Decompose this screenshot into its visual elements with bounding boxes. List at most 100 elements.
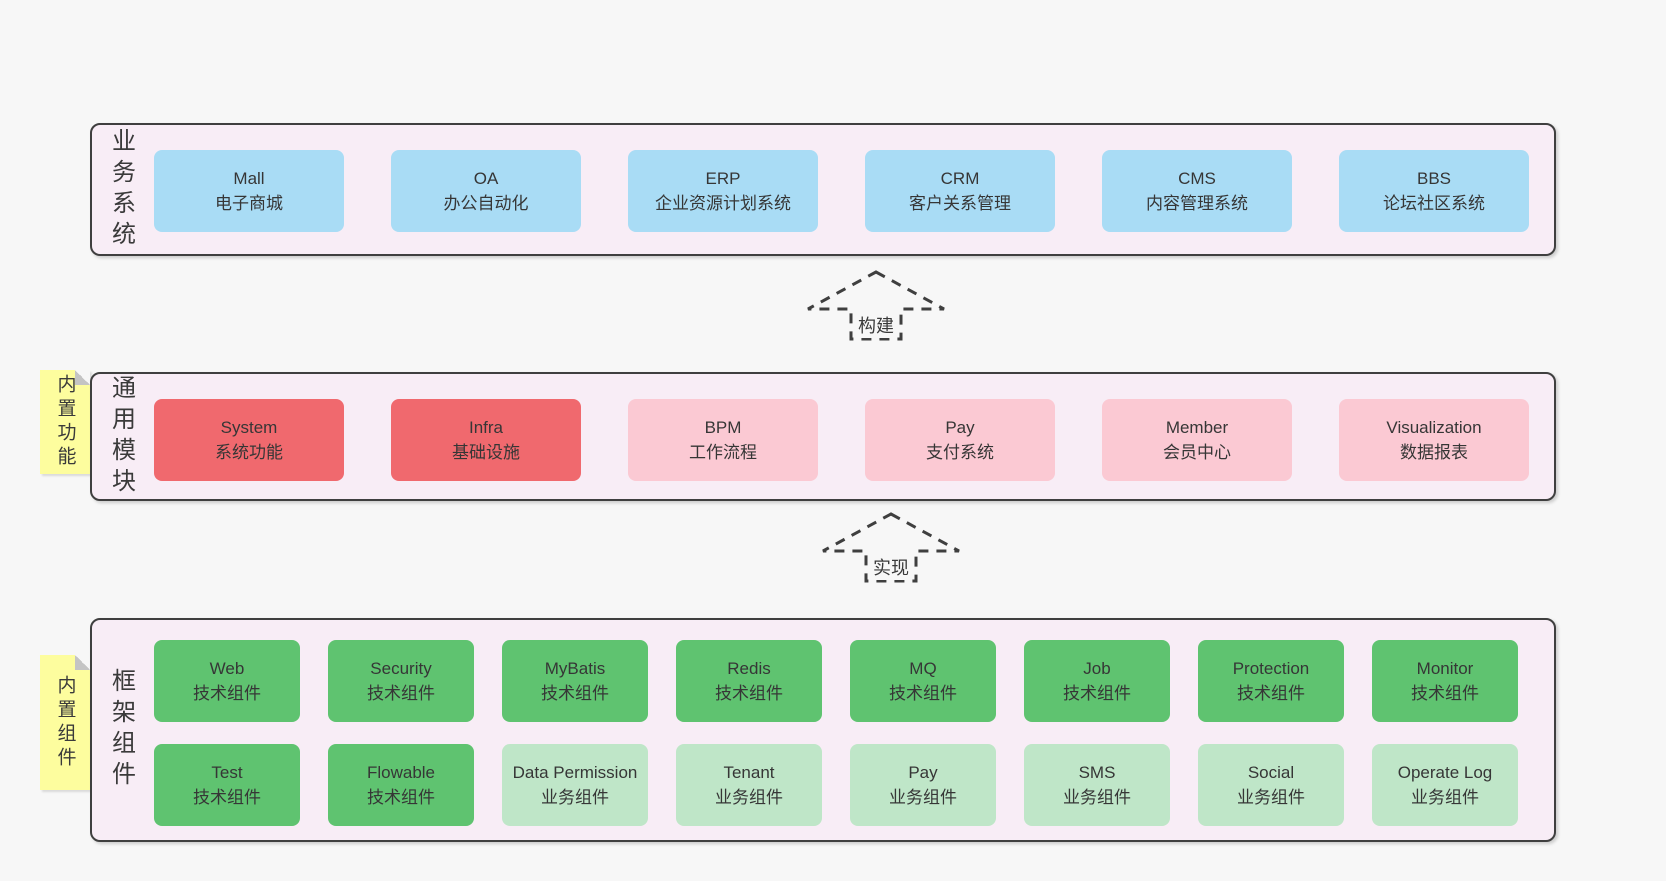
box-web: Web 技术组件 — [154, 640, 300, 722]
box-subtitle: 工作流程 — [689, 443, 757, 462]
box-subtitle: 技术组件 — [193, 684, 261, 703]
box-subtitle: 电子商城 — [215, 194, 283, 213]
box-subtitle: 基础设施 — [452, 443, 520, 462]
box-title: Redis — [727, 658, 771, 678]
box-title: Job — [1083, 658, 1111, 678]
box-subtitle: 技术组件 — [1411, 684, 1479, 703]
box-visualization: Visualization 数据报表 — [1339, 399, 1529, 481]
box-title: SMS — [1078, 762, 1116, 782]
arrow-label: 实现 — [870, 554, 912, 580]
box-title: BBS — [1416, 168, 1452, 188]
box-mall: Mall 电子商城 — [154, 150, 344, 232]
box-subtitle: 数据报表 — [1400, 443, 1468, 462]
box-title: Pay — [908, 762, 938, 782]
box-title: Pay — [945, 417, 975, 437]
box-title: Infra — [468, 417, 504, 437]
box-subtitle: 内容管理系统 — [1146, 194, 1248, 213]
box-redis: Redis 技术组件 — [676, 640, 822, 722]
layer-label-modules: 通用模块 — [107, 374, 135, 499]
box-title: Tenant — [723, 762, 775, 782]
box-test: Test 技术组件 — [154, 744, 300, 826]
box-operate-log: Operate Log 业务组件 — [1372, 744, 1518, 826]
box-title: Social — [1247, 762, 1295, 782]
box-security: Security 技术组件 — [328, 640, 474, 722]
box-subtitle: 技术组件 — [889, 684, 957, 703]
box-title: OA — [473, 168, 499, 188]
box-infra: Infra 基础设施 — [391, 399, 581, 481]
box-subtitle: 业务组件 — [541, 788, 609, 807]
box-title: Flowable — [366, 762, 436, 782]
box-title: Monitor — [1416, 658, 1474, 678]
box-title: Operate Log — [1397, 762, 1493, 782]
box-pay-biz: Pay 业务组件 — [850, 744, 996, 826]
layer-common-modules: 通用模块 System 系统功能 Infra 基础设施 BPM 工作流程 Pay… — [90, 372, 1556, 501]
layer-framework-components: 框架组件 Web 技术组件 Security 技术组件 MyBatis 技术组件… — [90, 618, 1556, 842]
box-title: CMS — [1178, 168, 1216, 188]
box-subtitle: 会员中心 — [1163, 443, 1231, 462]
box-subtitle: 技术组件 — [367, 684, 435, 703]
box-subtitle: 技术组件 — [1237, 684, 1305, 703]
tag-label: 内置功能 — [54, 374, 76, 470]
folded-corner-icon — [75, 370, 90, 385]
box-title: MQ — [909, 658, 937, 678]
box-bbs: BBS 论坛社区系统 — [1339, 150, 1529, 232]
box-subtitle: 业务组件 — [889, 788, 957, 807]
modules-boxes-row: System 系统功能 Infra 基础设施 BPM 工作流程 Pay 支付系统… — [154, 399, 1529, 481]
business-boxes-row: Mall 电子商城 OA 办公自动化 ERP 企业资源计划系统 CRM 客户关系… — [154, 150, 1529, 232]
box-mybatis: MyBatis 技术组件 — [502, 640, 648, 722]
box-subtitle: 客户关系管理 — [909, 194, 1011, 213]
box-title: Web — [209, 658, 245, 678]
box-subtitle: 业务组件 — [1063, 788, 1131, 807]
box-social: Social 业务组件 — [1198, 744, 1344, 826]
box-title: Security — [370, 658, 432, 678]
box-subtitle: 业务组件 — [1237, 788, 1305, 807]
arrow-label: 构建 — [855, 312, 897, 338]
tag-label: 内置组件 — [54, 674, 76, 771]
components-boxes-grid: Web 技术组件 Security 技术组件 MyBatis 技术组件 Redi… — [154, 640, 1518, 826]
box-subtitle: 技术组件 — [193, 788, 261, 807]
box-title: ERP — [705, 168, 741, 188]
box-job: Job 技术组件 — [1024, 640, 1170, 722]
box-subtitle: 业务组件 — [715, 788, 783, 807]
layer-label-business: 业务系统 — [107, 127, 135, 252]
box-flowable: Flowable 技术组件 — [328, 744, 474, 826]
box-subtitle: 技术组件 — [541, 684, 609, 703]
box-title: System — [220, 417, 278, 437]
box-member: Member 会员中心 — [1102, 399, 1292, 481]
box-subtitle: 企业资源计划系统 — [655, 194, 791, 213]
box-subtitle: 业务组件 — [1411, 788, 1479, 807]
box-sms: SMS 业务组件 — [1024, 744, 1170, 826]
box-title: Protection — [1232, 658, 1310, 678]
box-title: Test — [211, 762, 243, 782]
box-title: Member — [1165, 417, 1229, 437]
box-subtitle: 系统功能 — [215, 443, 283, 462]
box-title: Data Permission — [512, 762, 638, 782]
tag-built-in-features: 内置功能 — [40, 370, 90, 474]
box-tenant: Tenant 业务组件 — [676, 744, 822, 826]
layer-label-components: 框架组件 — [107, 668, 135, 792]
box-cms: CMS 内容管理系统 — [1102, 150, 1292, 232]
box-system: System 系统功能 — [154, 399, 344, 481]
layer-business-systems: 业务系统 Mall 电子商城 OA 办公自动化 ERP 企业资源计划系统 CRM… — [90, 123, 1556, 256]
arrow-build: 构建 — [805, 268, 947, 342]
box-title: BPM — [704, 417, 742, 437]
box-subtitle: 技术组件 — [715, 684, 783, 703]
box-title: Visualization — [1386, 417, 1482, 437]
box-crm: CRM 客户关系管理 — [865, 150, 1055, 232]
box-pay: Pay 支付系统 — [865, 399, 1055, 481]
folded-corner-icon — [75, 655, 90, 670]
box-subtitle: 技术组件 — [1063, 684, 1131, 703]
box-data-permission: Data Permission 业务组件 — [502, 744, 648, 826]
box-bpm: BPM 工作流程 — [628, 399, 818, 481]
box-monitor: Monitor 技术组件 — [1372, 640, 1518, 722]
box-subtitle: 办公自动化 — [443, 194, 529, 213]
box-subtitle: 论坛社区系统 — [1383, 194, 1485, 213]
box-oa: OA 办公自动化 — [391, 150, 581, 232]
box-subtitle: 支付系统 — [926, 443, 994, 462]
box-title: CRM — [940, 168, 980, 188]
box-title: MyBatis — [544, 658, 606, 678]
box-erp: ERP 企业资源计划系统 — [628, 150, 818, 232]
arrow-implement: 实现 — [820, 510, 962, 584]
box-mq: MQ 技术组件 — [850, 640, 996, 722]
